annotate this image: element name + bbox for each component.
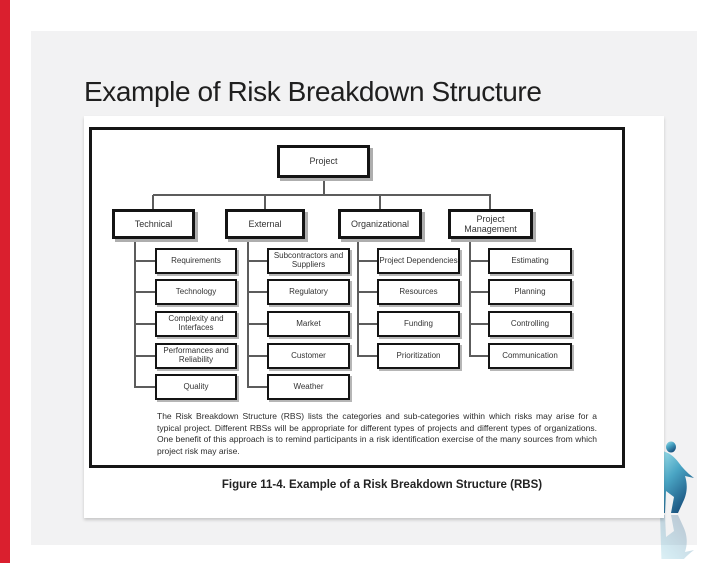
connector-line [469,239,471,357]
connector-line [134,239,136,388]
rbs-category-box-project-management: Project Management [448,209,533,239]
connector-line [134,323,155,325]
figure-caption: Figure 11-4. Example of a Risk Breakdown… [221,479,543,491]
rbs-item-box: Customer [267,343,350,369]
connector-line [134,355,155,357]
rbs-root-box: Project [277,145,370,178]
connector-line [357,291,377,293]
person-silhouette-icon [660,441,694,559]
rbs-item-box: Subcontractors and Suppliers [267,248,350,274]
connector-line [469,291,488,293]
rbs-category-box-external: External [225,209,305,239]
connector-line [357,355,377,357]
rbs-item-box: Quality [155,374,237,400]
connector-line [153,194,491,196]
rbs-item-box: Requirements [155,248,237,274]
connector-line [469,260,488,262]
connector-line [134,291,155,293]
connector-line [247,323,267,325]
connector-line [134,386,155,388]
slide-title: Example of Risk Breakdown Structure [84,76,542,107]
connector-line [264,195,266,209]
red-accent-bar [0,0,10,563]
connector-line [247,291,267,293]
connector-line [469,355,488,357]
connector-line [152,195,154,209]
connector-line [469,323,488,325]
connector-line [357,323,377,325]
rbs-item-box: Technology [155,279,237,305]
rbs-item-box: Resources [377,279,460,305]
rbs-item-box: Prioritization [377,343,460,369]
rbs-item-box: Planning [488,279,572,305]
connector-line [379,195,381,209]
connector-line [323,178,325,195]
rbs-item-box: Regulatory [267,279,350,305]
rbs-item-box: Weather [267,374,350,400]
connector-line [247,260,267,262]
connector-line [247,239,249,388]
connector-line [357,260,377,262]
connector-line [489,195,491,209]
rbs-item-box: Communication [488,343,572,369]
rbs-item-box: Performances and Reliability [155,343,237,369]
connector-line [357,239,359,357]
rbs-category-box-organizational: Organizational [338,209,422,239]
connector-line [247,355,267,357]
figure-note: The Risk Breakdown Structure (RBS) lists… [157,411,597,457]
rbs-category-box-technical: Technical [112,209,195,239]
connector-line [247,386,267,388]
connector-line [134,260,155,262]
rbs-item-box: Complexity and Interfaces [155,311,237,337]
rbs-item-box: Controlling [488,311,572,337]
rbs-item-box: Project Dependencies [377,248,460,274]
rbs-item-box: Market [267,311,350,337]
rbs-item-box: Estimating [488,248,572,274]
rbs-item-box: Funding [377,311,460,337]
